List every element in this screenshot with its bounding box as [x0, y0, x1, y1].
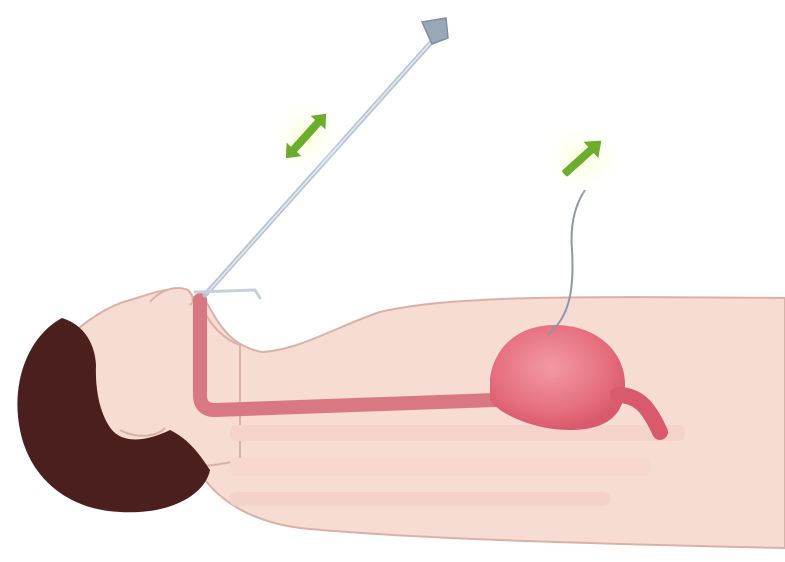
body-stripe: [230, 458, 650, 476]
insufflation-arrow: [268, 100, 344, 172]
patient-body: [60, 288, 785, 548]
body-stripe: [230, 492, 610, 506]
exhaust-arrow: [542, 120, 622, 196]
endoscope-tip: [422, 18, 448, 44]
nose-shape: [150, 288, 193, 305]
body-stripe: [230, 425, 685, 441]
